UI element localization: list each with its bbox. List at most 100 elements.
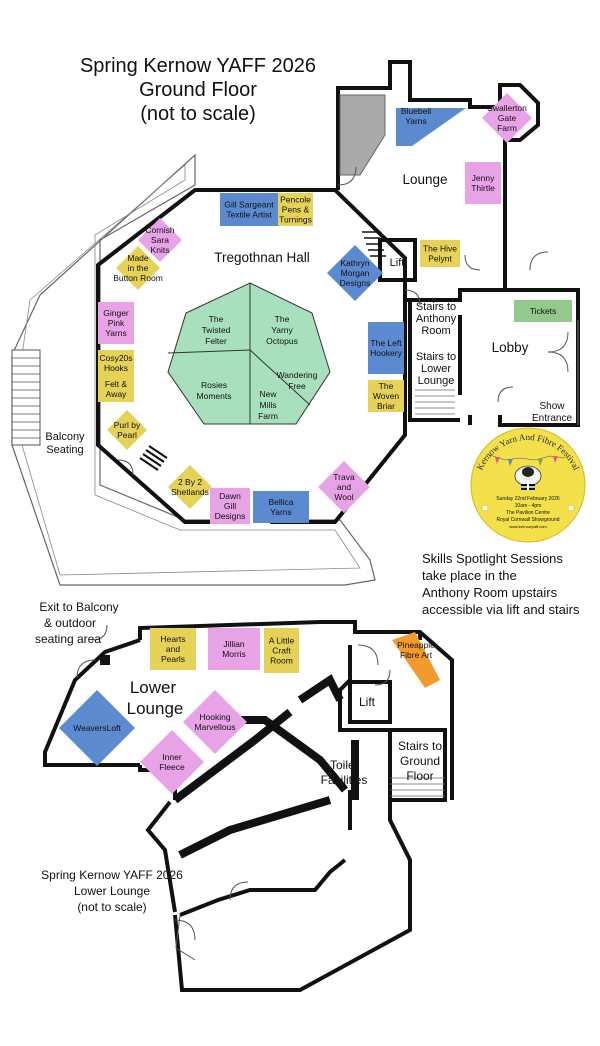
balcony-line1: Balcony: [45, 431, 85, 443]
gf-stall-bellica-label: Bellica: [268, 497, 293, 507]
ll-stall-inner-label: Inner: [162, 752, 182, 762]
ll-stall-jillian-label: Jillian: [223, 639, 245, 649]
gf-stall-swallerton: [482, 93, 532, 143]
gf-stall-trava-label: Trava: [333, 472, 355, 482]
room-label-tregothnan-hall: Tregothnan Hall: [214, 250, 310, 265]
gf-stall-purl-label: Pearl: [117, 430, 137, 440]
show-entrance-line1: Show: [539, 401, 565, 412]
ll-stall-inner-label: Fleece: [159, 762, 185, 772]
gf-stall-cornish: [138, 218, 182, 262]
stairs-lower-line1: Stairs to: [416, 351, 456, 363]
room-label-lift: Lift: [390, 257, 405, 269]
gf-stall-purl: [107, 410, 147, 450]
skills-note-line3: Anthony Room upstairs: [422, 585, 558, 600]
gf-stall-lefthookery-label: Hookery: [370, 348, 402, 358]
gf-stall-kathryn-label: Designs: [340, 278, 371, 288]
centre-newmills-line1: New: [259, 389, 277, 399]
gf-stall-jenny-label: Jenny: [472, 173, 495, 183]
gf-stall-pencole-label: Pens &: [282, 205, 310, 215]
ll-stall-hearts-label: Hearts: [160, 634, 185, 644]
centre-rosies-line1: Rosies: [201, 380, 227, 390]
lower-lift-label: Lift: [359, 695, 376, 709]
gf-stall-kathryn-label: Morgan: [341, 268, 370, 278]
balcony-line2: Seating: [46, 444, 83, 456]
room-label-lobby: Lobby: [492, 340, 529, 355]
ll-stall-weavers: [59, 690, 135, 766]
gf-stall-cosy-label: Cosy20s: [99, 353, 132, 363]
gf-stall-button-label: in the: [128, 263, 149, 273]
centre-yarny-line2: Yarny: [271, 325, 293, 335]
ll-stall-craftroom: [264, 628, 299, 673]
toilets-line1: Toilet: [330, 758, 359, 772]
stairs-anthony-line2: Anthony: [416, 313, 457, 325]
gf-stall-woven-label: Briar: [377, 401, 395, 411]
gf-stall-button-label: Made: [127, 253, 149, 263]
gf-stall-ginger-label: Pink: [108, 318, 125, 328]
gf-stall-woven: [368, 380, 404, 412]
centre-newmills-line2: Mills: [260, 400, 277, 410]
gf-stall-cosy: [98, 350, 134, 376]
gf-stall-gill: [220, 193, 278, 226]
gf-stall-dawn: [210, 488, 250, 524]
ll-stall-hearts: [150, 628, 196, 670]
gf-stall-bluebell: [396, 108, 466, 146]
centre-twisted-line1: The: [209, 314, 224, 324]
gf-stall-dawn-label: Gill: [224, 501, 236, 511]
gf-stall-twobytwo-label: Shetlands: [171, 487, 209, 497]
centre-twisted-line3: Felter: [205, 336, 227, 346]
gf-stall-swallerton-label: Gate: [498, 113, 517, 123]
ll-stall-hooking-label: Marvellous: [194, 722, 235, 732]
gf-stall-woven-label: The: [379, 381, 394, 391]
ll-stall-craftroom-label: Craft: [272, 646, 291, 656]
stairs-ground-line2: Ground: [400, 754, 440, 768]
ground-floor-title-line3: (not to scale): [140, 103, 256, 125]
room-label-lounge: Lounge: [402, 172, 447, 187]
gf-stall-jenny: [465, 162, 501, 204]
centre-wandering-line2: Free: [288, 381, 306, 391]
ll-stall-weavers-label: WeaversLoft: [73, 723, 121, 733]
gf-stall-jenny-label: Thirtle: [471, 183, 495, 193]
gf-stall-gill-label: Textile Artist: [226, 210, 272, 220]
gf-stall-felt-label: Away: [106, 389, 127, 399]
gf-stall-ginger: [98, 302, 134, 344]
centre-stand: The Twisted Felter The Yarny Octopus Ros…: [167, 282, 331, 425]
gf-stall-hive: [420, 240, 460, 267]
lower-title-line1: Spring Kernow YAFF 2026: [41, 868, 183, 882]
gf-stall-cornish-label: Cornish: [145, 225, 175, 235]
centre-yarny-line1: The: [275, 314, 290, 324]
ll-stall-hooking: [183, 690, 247, 754]
exit-balcony-line3: seating area: [35, 632, 101, 646]
ll-stall-pineapple-label: Fibre Art: [400, 650, 433, 660]
ll-stall-jillian: [208, 628, 260, 670]
exit-balcony-line2: & outdoor: [44, 616, 96, 630]
stairs-lower-line2: Lower: [421, 363, 451, 375]
gf-stall-pencole: [278, 193, 313, 226]
lower-lounge-label-line2: Lounge: [127, 699, 184, 718]
ll-stall-inner: [140, 730, 204, 794]
gf-stall-ginger-label: Yarns: [105, 328, 127, 338]
gf-stall-swallerton-label: Farm: [497, 123, 517, 133]
gf-stall-lefthookery: [368, 322, 404, 374]
gf-stall-tickets-label: Tickets: [530, 306, 557, 316]
ground-floor-title-line1: Spring Kernow YAFF 2026: [80, 55, 316, 77]
gf-stall-felt: [98, 376, 134, 402]
centre-wandering-line1: Wandering: [277, 370, 318, 380]
skills-note-line1: Skills Spotlight Sessions: [422, 551, 563, 566]
logo-website: www.kernowyaff.com: [509, 524, 547, 529]
gf-stall-cornish-label: Knits: [151, 245, 170, 255]
logo-showground: Royal Cornwall Showground: [496, 517, 559, 523]
ll-stall-hooking-label: Hooking: [199, 712, 230, 722]
ll-stall-jillian-label: Morris: [222, 649, 246, 659]
gf-stall-kathryn: [327, 245, 383, 301]
gf-stall-bellica-label: Yarns: [270, 507, 292, 517]
lower-title-line2: Lower Lounge: [74, 884, 150, 898]
skills-note-line4: accessible via lift and stairs: [422, 602, 580, 617]
stairs-ground-line1: Stairs to: [398, 739, 442, 753]
ll-stall-pineapple-label: Pineapple: [397, 640, 435, 650]
gf-stall-dawn-label: Designs: [215, 511, 246, 521]
centre-newmills-line3: Farm: [258, 411, 278, 421]
centre-twisted-line2: Twisted: [202, 325, 231, 335]
